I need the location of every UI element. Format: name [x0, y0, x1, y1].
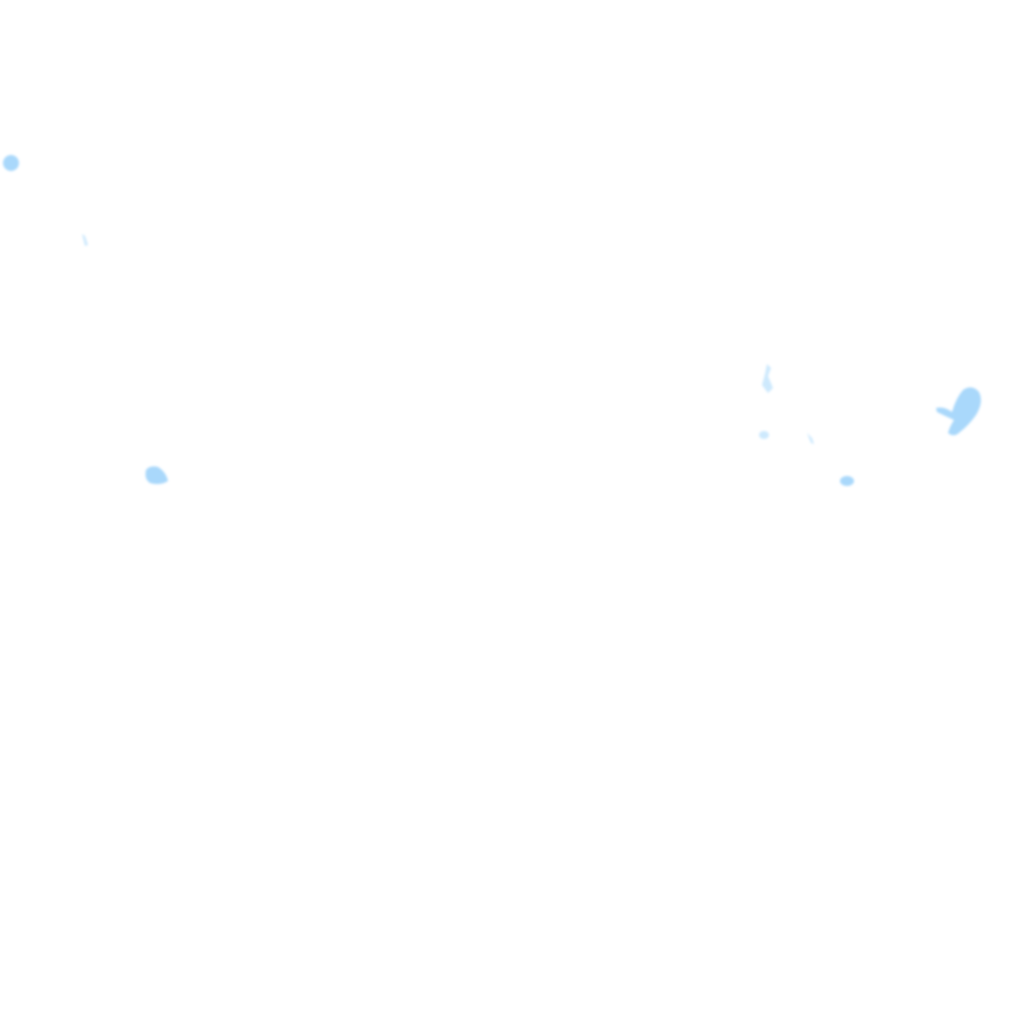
- water-feature-lake: [936, 387, 981, 436]
- water-feature-lake: [3, 155, 19, 171]
- water-feature-lake: [145, 466, 168, 485]
- water-feature-stream: [762, 364, 773, 393]
- water-feature-stream: [82, 234, 88, 246]
- water-feature-pond: [759, 431, 769, 439]
- water-feature-pond: [840, 476, 854, 486]
- water-feature-stream: [807, 433, 814, 444]
